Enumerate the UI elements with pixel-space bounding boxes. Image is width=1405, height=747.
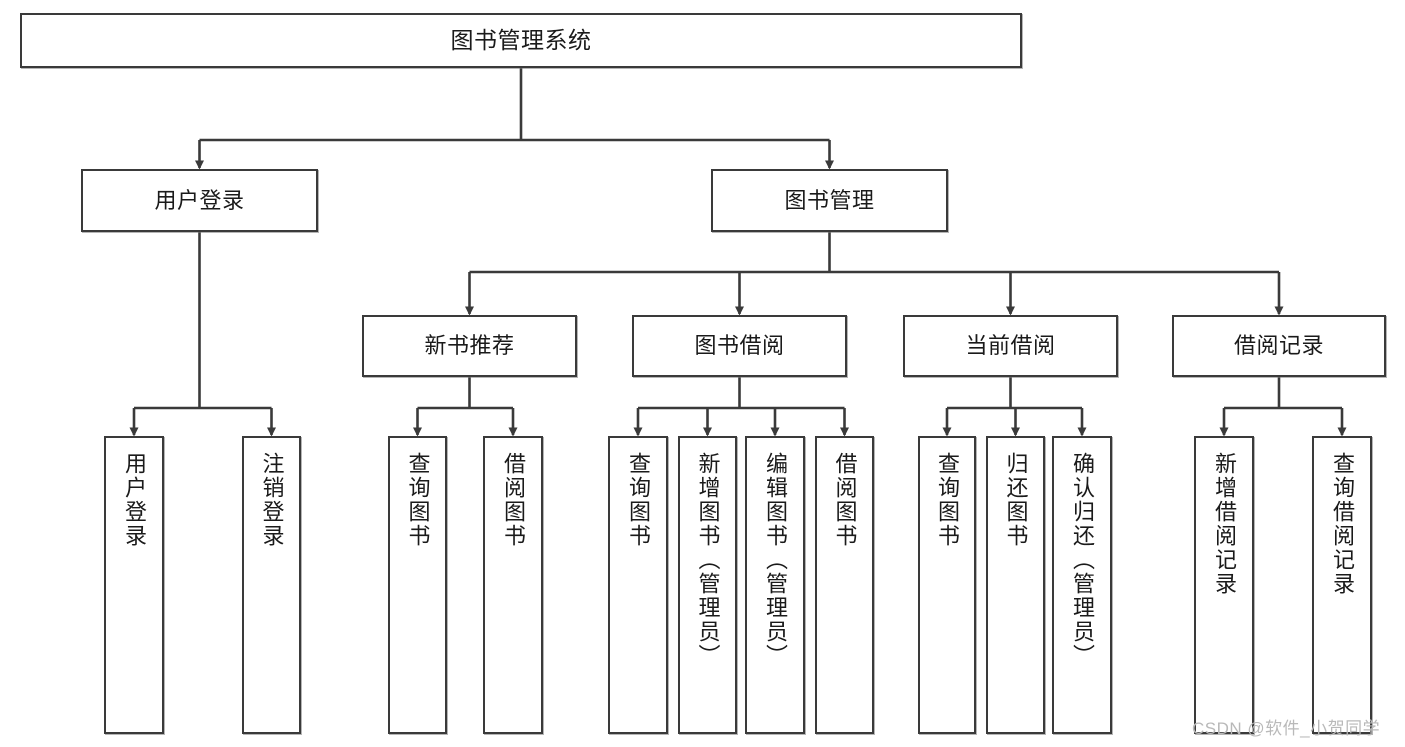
node-label: 确认归还（管理员） [1070, 452, 1095, 668]
node-leaf-bb-edit[interactable]: 编辑图书（管理员） [745, 436, 805, 734]
node-label: 查询图书 [935, 452, 960, 548]
node-leaf-cb-query[interactable]: 查询图书 [918, 436, 976, 734]
node-leaf-logout[interactable]: 注销登录 [242, 436, 301, 734]
node-label: 图书借阅 [694, 333, 785, 359]
node-book-mgmt[interactable]: 图书管理 [711, 169, 948, 232]
node-label: 图书管理系统 [450, 26, 592, 53]
node-leaf-bb-add[interactable]: 新增图书（管理员） [678, 436, 737, 734]
node-leaf-cb-return[interactable]: 归还图书 [986, 436, 1045, 734]
node-label: 查询借阅记录 [1330, 452, 1355, 596]
node-leaf-bb-query[interactable]: 查询图书 [608, 436, 668, 734]
node-label: 借阅图书 [832, 452, 858, 548]
node-label: 图书管理 [784, 187, 875, 213]
node-label: 用户登录 [154, 187, 245, 213]
node-label: 注销登录 [259, 452, 285, 548]
node-label: 新书推荐 [424, 333, 515, 359]
node-book-borrow[interactable]: 图书借阅 [632, 315, 847, 377]
node-label: 借阅图书 [501, 452, 526, 548]
node-label: 编辑图书（管理员） [763, 452, 788, 668]
node-label: 新增借阅记录 [1212, 452, 1237, 596]
node-label: 用户登录 [122, 452, 147, 548]
node-leaf-rec-borrow[interactable]: 借阅图书 [483, 436, 543, 734]
node-current-borrow[interactable]: 当前借阅 [903, 315, 1118, 377]
node-leaf-rec-query[interactable]: 查询图书 [388, 436, 447, 734]
csdn-watermark: CSDN @软件_小贺同学 [1192, 719, 1381, 738]
node-leaf-br-query[interactable]: 查询借阅记录 [1312, 436, 1372, 734]
node-leaf-user-login[interactable]: 用户登录 [104, 436, 164, 734]
node-root[interactable]: 图书管理系统 [20, 13, 1022, 68]
node-label: 查询图书 [405, 452, 431, 548]
node-label: 当前借阅 [965, 333, 1056, 359]
node-leaf-cb-confirm[interactable]: 确认归还（管理员） [1052, 436, 1112, 734]
node-new-book-rec[interactable]: 新书推荐 [362, 315, 577, 377]
node-borrow-record[interactable]: 借阅记录 [1172, 315, 1386, 377]
node-label: 查询图书 [626, 452, 651, 548]
connector-lines [129, 68, 1347, 437]
node-user-login[interactable]: 用户登录 [81, 169, 318, 232]
node-label: 借阅记录 [1233, 333, 1324, 359]
node-label: 新增图书（管理员） [695, 452, 721, 668]
node-label: 归还图书 [1003, 452, 1029, 548]
node-leaf-br-add[interactable]: 新增借阅记录 [1194, 436, 1254, 734]
node-leaf-bb-borrow[interactable]: 借阅图书 [815, 436, 874, 734]
